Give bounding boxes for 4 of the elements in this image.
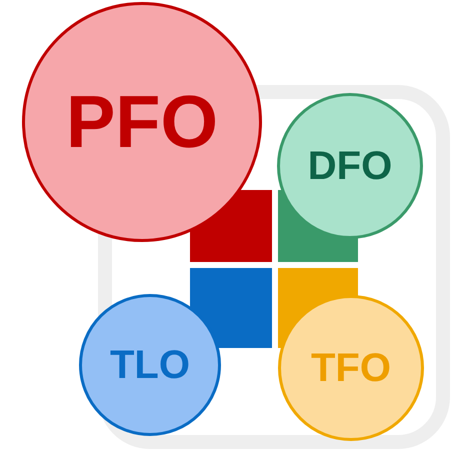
circle-label: PFO [66, 85, 218, 159]
circle-label: DFO [308, 146, 392, 186]
circle-label: TFO [311, 348, 391, 388]
circle-label: TLO [110, 345, 190, 385]
